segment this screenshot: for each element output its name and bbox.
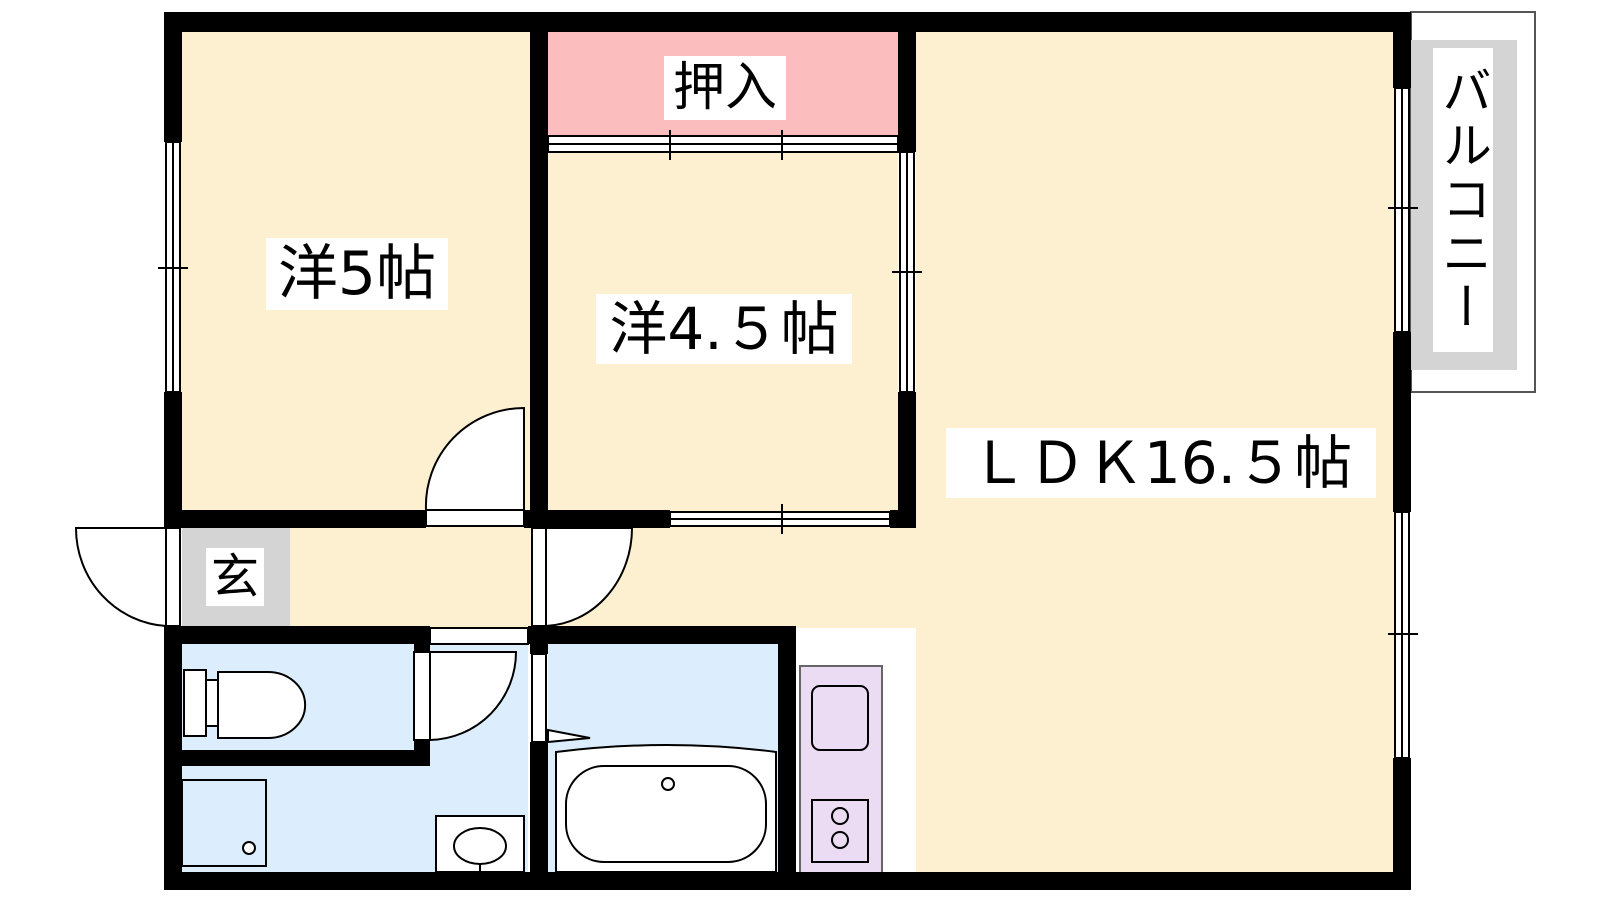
wall-partition-b2	[898, 392, 916, 528]
doorway-5jo-frame	[425, 509, 525, 527]
wall-h-5jo-b	[524, 510, 548, 528]
washer-drain	[242, 841, 256, 855]
bath-door-frame	[531, 653, 547, 743]
wash-doorway-frame	[429, 627, 529, 645]
room-western-5-label: 洋5帖	[278, 239, 436, 309]
entrance-label: 玄	[211, 549, 259, 605]
wall-bath-left	[530, 626, 548, 654]
door-bath	[547, 728, 591, 744]
wall-left-upper	[164, 12, 182, 142]
burner-top	[831, 807, 849, 825]
washer-pan	[181, 779, 267, 867]
closet-label: 押入	[673, 58, 777, 118]
toilet-bowl	[217, 671, 307, 739]
balcony-label: バルコニー	[1434, 65, 1492, 335]
wash-basin-bowl	[453, 827, 507, 865]
wall-bath-left-low	[530, 742, 548, 890]
door-entrance	[74, 527, 167, 628]
wall-wet-top-a	[164, 626, 430, 644]
bathtub-drain	[661, 777, 675, 791]
wall-left-mid	[164, 392, 182, 528]
fixtures	[181, 669, 869, 876]
wall-toilet-right-low	[414, 740, 430, 766]
wall-top	[164, 12, 1411, 32]
wall-wet-top-b	[528, 626, 796, 644]
labels: 洋5帖 洋4.５帖 押入 ＬＤＫ16.５帖 玄 バルコニー	[206, 56, 1492, 606]
door-swings	[74, 406, 634, 744]
entrance-frame	[165, 527, 181, 627]
wall-right-2	[1393, 332, 1411, 512]
door-toilet	[429, 651, 518, 742]
wall-partition-b1	[898, 12, 916, 152]
wall-toilet-bottom	[164, 750, 430, 766]
wall-toilet-right	[414, 626, 430, 652]
ldk-label: ＬＤＫ16.５帖	[970, 429, 1352, 497]
walls	[164, 12, 1411, 890]
hall-ldk-frame	[531, 527, 547, 627]
toilet-door-frame	[413, 651, 431, 741]
door-hall-ldk	[545, 527, 634, 628]
wall-h-5jo-a	[164, 510, 426, 528]
wall-partition-a	[530, 12, 548, 528]
toilet-tank	[183, 669, 207, 737]
kitchen-sink	[811, 685, 869, 751]
hall-floor	[290, 520, 540, 628]
wall-h-45-b	[890, 510, 916, 528]
wall-bath-right	[778, 626, 796, 890]
balcony-label-box	[1433, 48, 1493, 352]
burner-bottom	[831, 831, 849, 849]
wall-h-45-a	[548, 510, 670, 528]
room-western-4-5-label: 洋4.５帖	[609, 295, 838, 363]
bathtub-inner	[565, 765, 767, 863]
wall-right-3	[1393, 758, 1411, 890]
wall-right-1	[1393, 12, 1411, 88]
door-5jo	[424, 406, 525, 511]
balcony	[1410, 11, 1536, 393]
